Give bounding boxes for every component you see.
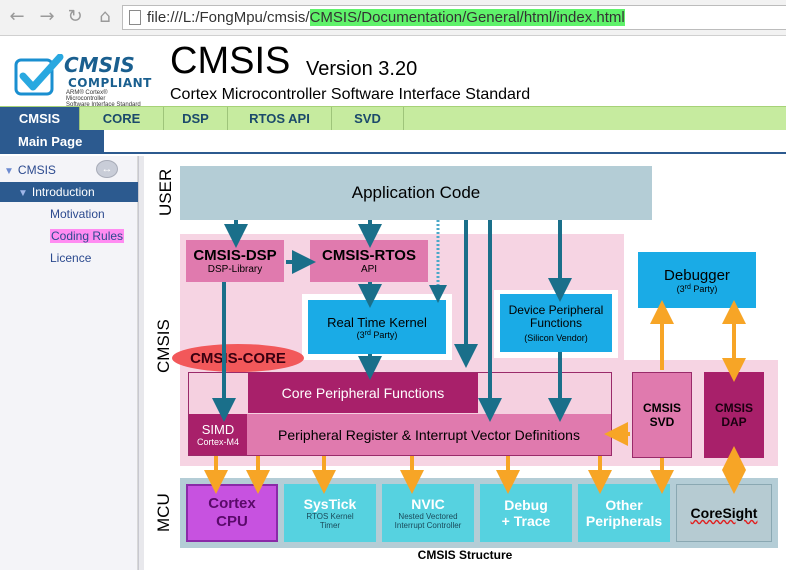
svd-line2: SVD [649, 415, 675, 429]
nav-tree [0, 156, 138, 570]
tab-core[interactable]: CORE [80, 107, 164, 131]
nvic-sub1: Nested Vectored [398, 512, 458, 521]
project-brief: Cortex Microcontroller Software Interfac… [170, 86, 531, 103]
forward-arrow-icon[interactable]: → [39, 6, 55, 27]
real-time-kernel-box: Real Time Kernel (3rd Party) [308, 300, 446, 354]
systick-box: SysTick RTOS Kernel Timer [284, 484, 376, 542]
systick-sub2: Timer [319, 521, 341, 530]
project-version: Version 3.20 [306, 58, 418, 80]
application-code-box: Application Code [180, 166, 652, 220]
nvic-sub2: Interrupt Controller [394, 521, 462, 530]
coresight-label: CoreSight [690, 505, 758, 521]
application-code-label: Application Code [351, 183, 481, 202]
cmsis-logo-check-icon [14, 54, 64, 96]
systick-title: SysTick [303, 496, 357, 512]
simd-title: SIMD [201, 422, 235, 437]
systick-sub1: RTOS Kernel [306, 512, 354, 521]
dpf-title-line1: Device Peripheral [508, 302, 604, 317]
nav-item-motivation[interactable]: Motivation [50, 207, 105, 221]
simd-box: SIMD Cortex-M4 [189, 414, 247, 455]
cmsis-rtos-title: CMSIS-RTOS [322, 247, 416, 264]
tab-rtos-api[interactable]: RTOS API [228, 107, 332, 131]
browser-toolbar: ← → ↻ ⌂ file:///L:/FongMpu/cmsis/CMSIS/D… [0, 0, 786, 36]
rtk-title: Real Time Kernel [327, 314, 427, 330]
cmsis-dsp-subtitle: DSP-Library [207, 264, 263, 275]
nav-item-cmsis[interactable]: ▼CMSIS [4, 163, 56, 177]
coresight-box: CoreSight [676, 484, 772, 542]
tab-dsp[interactable]: DSP [164, 107, 228, 131]
project-name: CMSIS [170, 40, 291, 82]
svd-line1: CMSIS [642, 401, 681, 415]
tab-main-page[interactable]: Main Page [0, 130, 104, 154]
expand-triangle-icon: ▼ [4, 166, 14, 177]
sync-toc-icon[interactable]: ↔ [96, 160, 118, 178]
other-line2: Peripherals [585, 513, 663, 529]
url-highlight-path: CMSIS/Documentation/General/html/ [309, 9, 557, 26]
cpu-line1: Cortex [208, 495, 256, 512]
cmsis-core-label: CMSIS-CORE [190, 349, 286, 367]
nav-item-coding-rules[interactable]: Coding Rules [50, 229, 125, 243]
url-text: file:///L:/FongMpu/cmsis/CMSIS/Documenta… [147, 9, 625, 26]
address-bar[interactable]: file:///L:/FongMpu/cmsis/CMSIS/Documenta… [122, 5, 786, 30]
tab-svd[interactable]: SVD [332, 107, 404, 131]
core-peripheral-functions-label: Core Peripheral Functions [281, 385, 445, 401]
other-line1: Other [605, 497, 643, 513]
peripheral-register-label: Peripheral Register & Interrupt Vector D… [278, 426, 580, 443]
nvic-box: NVIC Nested Vectored Interrupt Controlle… [382, 484, 474, 542]
logo-title: CMSIS [64, 53, 135, 77]
url-highlight-file: index.html [556, 9, 625, 26]
diagram-caption: CMSIS Structure [417, 548, 513, 562]
nvic-title: NVIC [411, 496, 445, 512]
simd-subtitle: Cortex-M4 [196, 437, 239, 447]
debugger-subtitle: (3rd Party) [676, 283, 718, 294]
expand-triangle-icon: ▼ [18, 188, 28, 199]
dpf-title-line2: Functions [529, 315, 583, 330]
device-peripheral-functions-box: Device Peripheral Functions (Silicon Ven… [500, 294, 612, 352]
nav-item-licence[interactable]: Licence [50, 251, 92, 265]
tab-cmsis[interactable]: CMSIS [0, 107, 80, 131]
dap-line1: CMSIS [714, 401, 753, 415]
home-icon[interactable]: ⌂ [99, 6, 111, 27]
cmsis-dap-box: CMSIS DAP [704, 372, 764, 458]
logo-subtitle: COMPLIANT [68, 76, 152, 90]
sub-tab-bar [0, 130, 786, 154]
cmsis-rtos-subtitle: API [360, 264, 378, 275]
debug-trace-box: Debug + Trace [480, 484, 572, 542]
cmsis-structure-diagram: USER CMSIS MCU Application Code CMSIS-DS… [144, 156, 786, 570]
back-arrow-icon[interactable]: ← [9, 6, 25, 27]
cpu-line2: CPU [216, 513, 248, 530]
main-tab-bar: CMSIS CORE DSP RTOS API SVD [0, 106, 786, 131]
cmsis-dsp-title: CMSIS-DSP [193, 247, 277, 264]
cmsis-svd-box: CMSIS SVD [632, 372, 692, 458]
debug-line2: + Trace [501, 513, 551, 529]
sidebar-splitter[interactable] [138, 156, 144, 570]
cmsis-core-badge: CMSIS-CORE [172, 344, 304, 372]
dpf-subtitle: (Silicon Vendor) [524, 332, 588, 343]
debugger-box: Debugger (3rd Party) [638, 252, 756, 308]
reload-icon[interactable]: ↻ [67, 6, 83, 27]
debugger-title: Debugger [664, 266, 730, 284]
page-icon [129, 10, 141, 25]
rtk-subtitle: (3rd Party) [356, 329, 398, 340]
diagram-arrows [204, 220, 746, 494]
cmsis-dsp-box: CMSIS-DSP DSP-Library [186, 240, 284, 282]
debug-line1: Debug [504, 497, 548, 513]
dap-line2: DAP [721, 415, 747, 429]
nav-item-introduction[interactable]: ▼Introduction [0, 182, 138, 202]
